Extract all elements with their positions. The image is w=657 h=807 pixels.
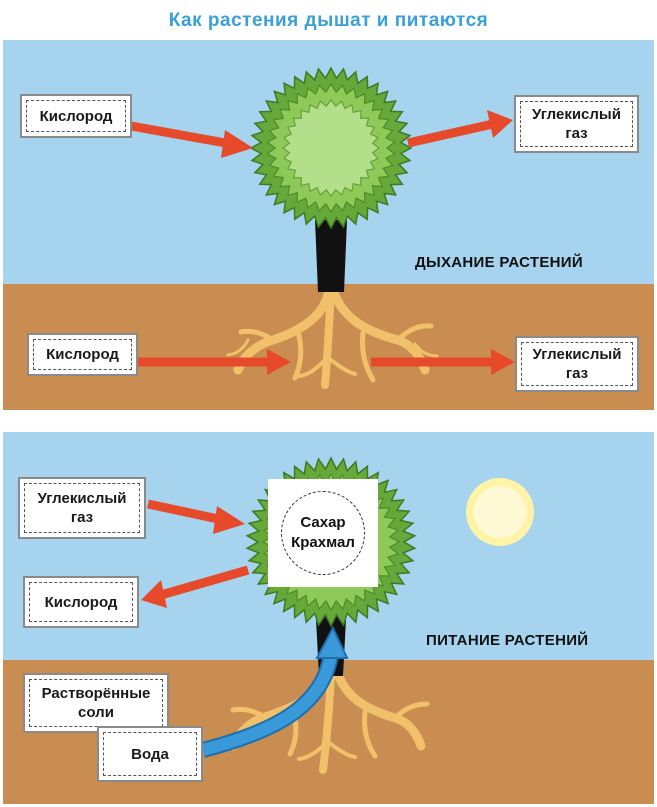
trunk [315, 220, 347, 292]
sugar-starch-circle: Сахар Крахмал [281, 491, 365, 575]
respiration-heading: ДЫХАНИЕ РАСТЕНИЙ [415, 254, 583, 271]
nutrition-panel: Сахар Крахмал Углекислый газ Кислород ПИ… [3, 432, 654, 804]
root-oxygen-in-arrow [138, 349, 291, 375]
carbon-dioxide-label: Углекислый газ [514, 95, 639, 153]
oxygen-in-arrow [130, 121, 253, 158]
root-carbon-dioxide-label: Углекислый газ [515, 336, 639, 392]
carbon-dioxide-label: Углекислый газ [18, 477, 146, 539]
starch-label: Крахмал [291, 534, 355, 551]
co2-out-arrow [407, 110, 513, 148]
water-label: Вода [97, 726, 203, 782]
respiration-panel: Кислород Углекислый газ ДЫХАНИЕ РАСТЕНИЙ… [3, 40, 654, 410]
oxygen-label: Кислород [20, 94, 132, 138]
root-oxygen-label: Кислород [27, 333, 138, 376]
root-co2-out-arrow [371, 349, 515, 375]
oxygen-out-arrow [141, 565, 250, 608]
sugar-starch-box: Сахар Крахмал [268, 479, 378, 587]
arrows [141, 499, 250, 608]
nutrition-heading: ПИТАНИЕ РАСТЕНИЙ [426, 632, 589, 649]
oxygen-label: Кислород [23, 576, 139, 628]
dissolved-salts-label: Растворённые соли [23, 673, 169, 733]
page-title: Как растения дышат и питаются [168, 10, 489, 31]
roots [226, 285, 439, 389]
arrows [130, 110, 515, 375]
water-arrow [201, 625, 349, 758]
sugar-label: Сахар [300, 514, 346, 531]
tree-crown [249, 66, 413, 230]
co2-in-arrow [147, 499, 245, 534]
